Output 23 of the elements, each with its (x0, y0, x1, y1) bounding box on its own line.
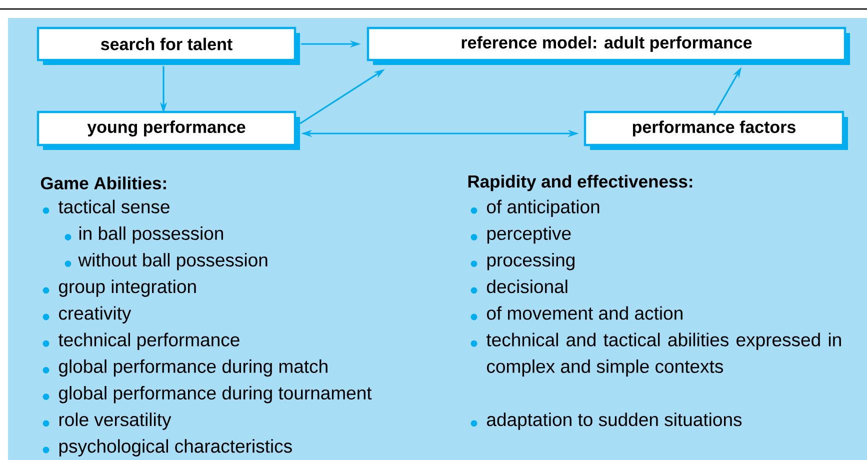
process-box: performance factors (584, 110, 848, 150)
list-item: processing (487, 253, 574, 270)
list-item: technical performance (58, 332, 240, 350)
list-heading: Game Abilities: (40, 176, 166, 190)
list-item: of movement and action (487, 306, 682, 320)
list-item: adaptation to sudden situations (487, 412, 742, 430)
list-item: group integration (59, 280, 196, 297)
list-item: in ball possession (79, 226, 223, 244)
list-item: creativity (59, 306, 132, 324)
list-item: psychological characteristics (59, 439, 292, 456)
list-item: of anticipation (487, 200, 600, 218)
list-item: global performance during match (59, 359, 328, 377)
list-item: decisional (487, 280, 568, 294)
list-heading: Rapidity and effectiveness: (468, 174, 692, 192)
list-item: role versatility (59, 412, 172, 430)
list-item: global performance during tournament (59, 386, 372, 404)
list-item: technical and tactical abilities expressed in complex and simple contexts (486, 332, 841, 377)
list-item: without ball possession (78, 253, 268, 270)
list-item: perceptive (487, 226, 571, 244)
process-box: search for talent (36, 26, 300, 65)
process-box: reference model: adult performance (366, 26, 850, 65)
list-item: tactical sense (58, 200, 170, 214)
process-box: young performance (36, 110, 300, 150)
